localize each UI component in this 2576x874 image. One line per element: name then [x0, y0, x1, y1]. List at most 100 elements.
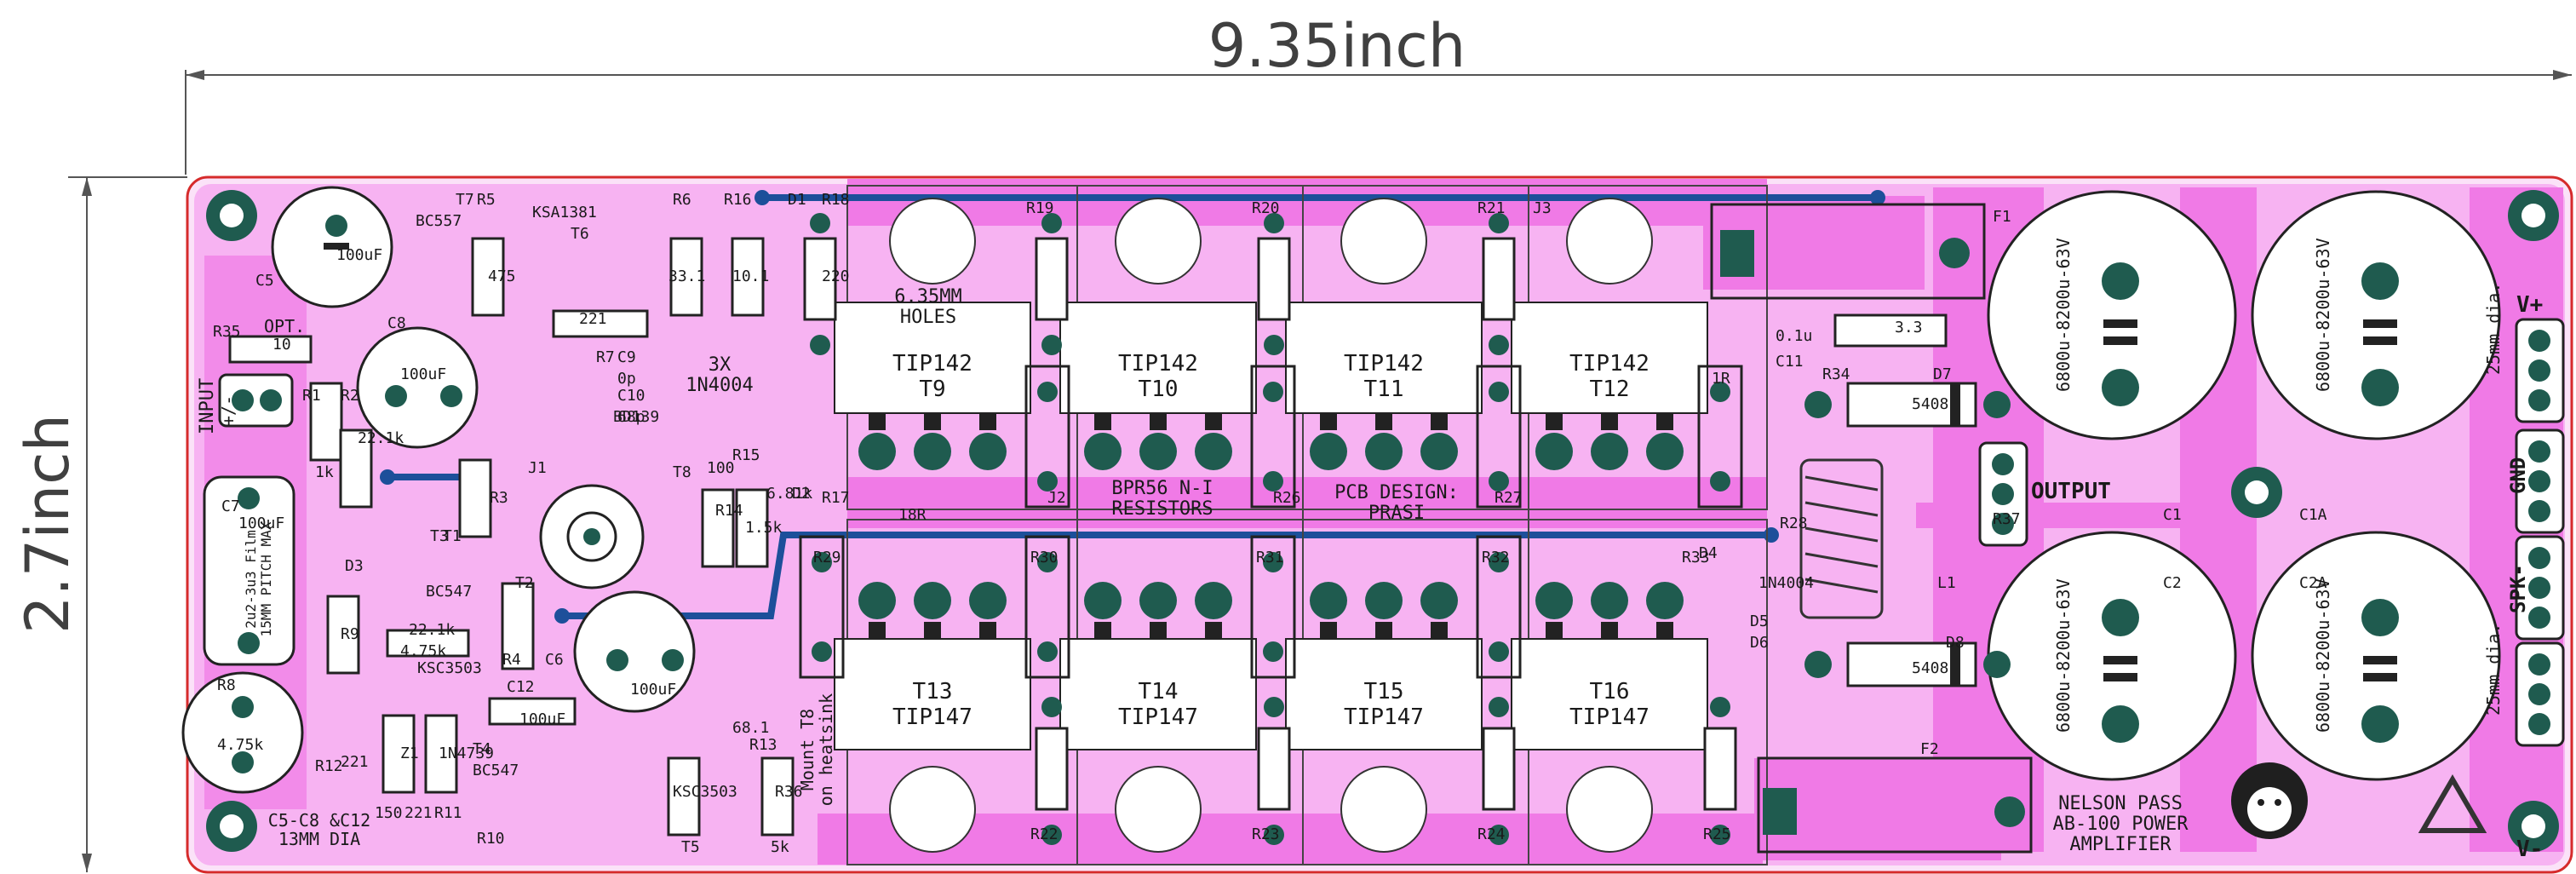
- capacitor-c1: [1987, 190, 2237, 440]
- component-label: R22: [1030, 825, 1059, 843]
- component-label: 221: [404, 804, 433, 822]
- component-label: R29: [813, 549, 841, 566]
- resistor-r22: [1035, 697, 1069, 845]
- component-label: 100uF: [630, 681, 676, 699]
- component-label: R19: [1026, 199, 1054, 217]
- fuse-holder-f1: [1710, 203, 1986, 300]
- input-label: INPUT: [197, 378, 218, 434]
- component-label: BC547: [426, 583, 472, 601]
- height-dimension: 2.7inch: [13, 176, 187, 872]
- component-label: 5k: [771, 838, 789, 856]
- component-label: 0p: [617, 370, 636, 388]
- spkminus-label: SPK-: [2506, 564, 2530, 613]
- component-label: 1k: [315, 463, 334, 481]
- component-label: T7: [456, 191, 474, 209]
- resistor-r24: [1482, 697, 1516, 845]
- component-label: R12: [315, 757, 343, 775]
- component-label: C1A: [2299, 506, 2327, 524]
- component-label: D2: [792, 485, 811, 503]
- terminal-vminus: [2515, 641, 2565, 747]
- transistor-ref-label: T16: [1590, 679, 1630, 704]
- transistor-part-label: TIP142: [1118, 351, 1198, 377]
- transistor-ref-label: T14: [1139, 679, 1179, 704]
- transistor-part-label: TIP147: [1569, 704, 1649, 730]
- component-label: Z1: [400, 745, 419, 762]
- component-label: R11: [434, 804, 462, 822]
- cap-dia-top: 25mm dia.: [2483, 283, 2504, 375]
- component-label: R20: [1252, 199, 1280, 217]
- component-label: D5: [1750, 612, 1769, 630]
- capacitor-c1a: [2251, 190, 2501, 440]
- input-polarity-label: +/-: [218, 395, 238, 426]
- terminal-spk: [2515, 535, 2565, 641]
- component-label: T8: [673, 463, 691, 481]
- component-label: 4.75k: [217, 736, 263, 754]
- component-label: T3: [430, 527, 449, 545]
- component-label: 150: [375, 804, 403, 822]
- component-label: R26: [1273, 489, 1301, 507]
- component-label: R30: [1030, 549, 1059, 566]
- mounting-hole-tl: [206, 190, 257, 241]
- transistor-part-label: TIP147: [1118, 704, 1198, 730]
- transistor-part-label: TIP147: [892, 704, 972, 730]
- component-label: 100uF: [336, 246, 382, 264]
- component-label: R18: [822, 191, 850, 209]
- terminal-output: [1978, 441, 2028, 547]
- component-label: R10: [477, 830, 505, 848]
- component-label: 100: [707, 459, 735, 477]
- component-label: R21: [1477, 199, 1506, 217]
- mounting-hole-tr: [2508, 190, 2559, 241]
- component-label: F2: [1920, 740, 1939, 758]
- component-label: C6: [545, 651, 564, 669]
- component-label: 100uF: [519, 710, 565, 728]
- component-label: 0.1u: [1776, 327, 1812, 345]
- component-label: R33: [1682, 549, 1710, 566]
- cap-value-c2a: 6800u-8200u-63V: [2313, 578, 2333, 733]
- component-label: C11: [1776, 353, 1804, 371]
- emitter-resistors: [799, 365, 1743, 679]
- component-label: 100uF: [238, 515, 284, 532]
- power-resistors-bottom: [1035, 697, 1737, 845]
- component-label: C5: [255, 272, 274, 290]
- component-label: KSC3503: [673, 783, 737, 801]
- mount-note: Mount T8on heatsink: [797, 693, 836, 806]
- inductor-l1: [1799, 458, 1884, 619]
- component-label: 221: [579, 310, 607, 328]
- component-label: 1N4004: [1758, 574, 1814, 592]
- capacitor-c2a: [2251, 531, 2501, 781]
- component-label: R16: [724, 191, 752, 209]
- component-label: 475: [488, 267, 516, 285]
- resistor-r20: [1257, 213, 1291, 355]
- component-label: 10: [273, 336, 291, 354]
- power-resistors-top: [803, 213, 1516, 355]
- component-label: D3: [345, 557, 364, 575]
- resistor-r19: [1035, 213, 1069, 355]
- component-label: C12: [507, 678, 535, 696]
- component-label: R23: [1252, 825, 1280, 843]
- component-label: 68p: [617, 408, 645, 426]
- resistor-r23: [1257, 697, 1291, 845]
- component-label: 10.1: [732, 267, 769, 285]
- component-label: 220: [822, 267, 850, 285]
- component-label: R37: [1993, 510, 2021, 528]
- component-label: C7: [221, 497, 240, 515]
- component-label: R31: [1256, 549, 1284, 566]
- transistor-ref-label: T15: [1364, 679, 1404, 704]
- component-label: D6: [1750, 634, 1769, 652]
- transistor-ref-label: T13: [913, 679, 953, 704]
- opt-label: OPT.: [264, 316, 305, 336]
- component-label: R4: [502, 651, 521, 669]
- component-label: R6: [673, 191, 691, 209]
- component-label: J1: [528, 459, 547, 477]
- transistor-ref-label: T10: [1139, 377, 1179, 402]
- component-label: 6.81k: [766, 485, 812, 503]
- component-label: 5408: [1912, 395, 1948, 413]
